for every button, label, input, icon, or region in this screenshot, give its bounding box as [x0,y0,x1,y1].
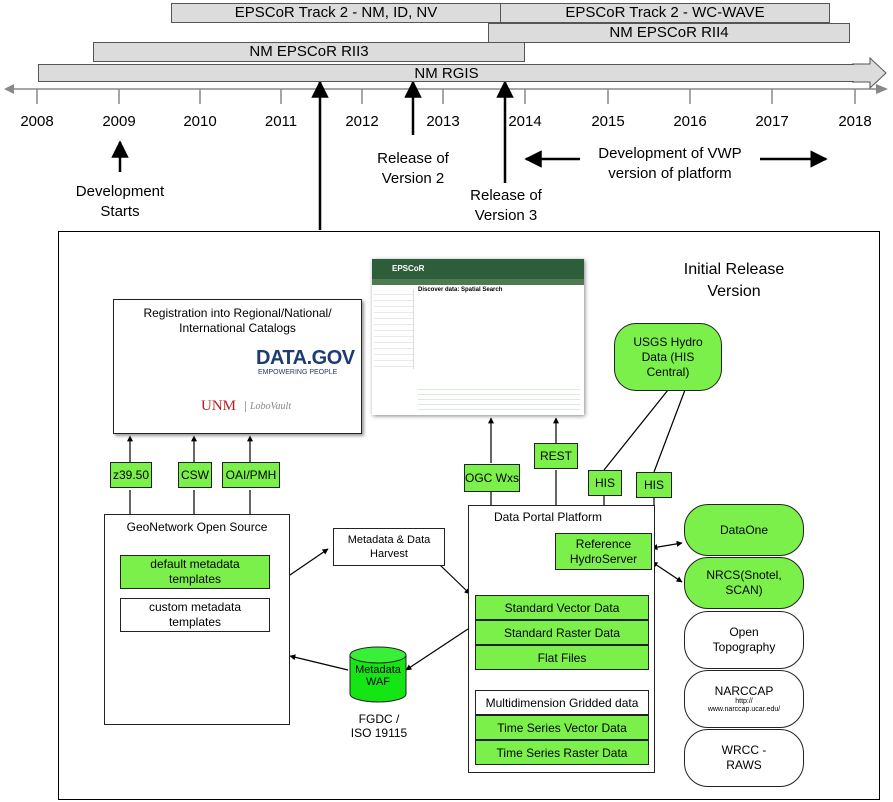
narccap-url: http:// www.narccap.ucar.edu/ [707,698,781,713]
year-label: 2010 [183,113,217,130]
screenshot-sidebar [374,289,414,369]
screenshot-nav [372,279,584,285]
geonetwork-title: GeoNetwork Open Source [126,520,268,534]
year-label: 2013 [426,113,460,130]
dataone-node: DataOne [684,504,804,556]
lobovault-logo: LoboVault [245,401,291,412]
z3950-tag: z39.50 [110,462,152,488]
data-portal-title: Data Portal Platform [493,510,603,524]
bar-nm-rgis: NM RGIS [38,64,854,82]
ogc-wxs-tag: OGC Wxs [464,464,520,492]
event-development-starts: Development Starts [75,183,165,220]
screenshot-heading: Discover data: Spatial Search [418,287,503,293]
datagov-logo: DATA.GOV [256,347,355,369]
year-label: 2009 [102,113,136,130]
year-label: 2018 [838,113,872,130]
portal-screenshot: EPSCoR Discover data: Spatial Search [372,259,584,415]
standard-raster-data: Standard Raster Data [475,620,649,645]
bar-epscor-track2-nm-id-nv: EPSCoR Track 2 - NM, ID, NV [171,3,501,23]
wrcc-raws-node: WRCC - RAWS [684,729,804,787]
year-label: 2015 [591,113,625,130]
event-release-version-3: Release of Version 3 [470,187,542,224]
time-series-raster-data: Time Series Raster Data [475,740,649,765]
registration-catalogs-box [113,299,362,434]
initial-release-panel [58,231,880,800]
open-topography-node: Open Topography [684,611,804,669]
screenshot-header [372,259,584,279]
registration-title: Registration into Regional/National/ Int… [143,306,332,335]
panel-title: Initial Release Version [683,261,785,300]
unm-logo: UNM [201,398,237,414]
his-tag-1: HIS [588,470,622,496]
year-label: 2014 [508,113,542,130]
datagov-tagline: EMPOWERING PEOPLE [258,369,338,376]
bar-nm-epscor-rii4: NM EPSCoR RII4 [488,23,850,43]
custom-metadata-templates: custom metadata templates [120,598,270,632]
fgdc-iso-caption: FGDC / ISO 19115 [350,712,408,740]
year-label: 2011 [264,113,298,130]
year-label: 2008 [20,113,54,130]
usgs-hydro-data-node: USGS Hydro Data (HIS Central) [614,323,722,391]
event-vwp-development: Development of VWP version of platform [598,145,742,182]
event-release-version-2: Release of Version 2 [377,150,449,187]
metadata-data-harvest-box: Metadata & Data Harvest [333,528,445,566]
reference-hydroserver: Reference HydroServer [555,533,652,570]
metadata-waf-label: Metadata WAF [355,664,401,688]
time-series-vector-data: Time Series Vector Data [475,715,649,740]
screenshot-site-name: EPSCoR [392,264,425,273]
his-tag-2: HIS [636,472,672,498]
year-label: 2016 [673,113,707,130]
metadata-waf-cylinder [349,646,407,703]
screenshot-results [418,385,580,413]
year-label: 2012 [345,113,379,130]
bar-epscor-track2-wc-wave: EPSCoR Track 2 - WC-WAVE [500,3,830,23]
narccap-node: NARCCAP http:// www.narccap.ucar.edu/ [684,670,804,728]
multidimension-gridded-data: Multidimension Gridded data [475,690,649,715]
standard-vector-data: Standard Vector Data [475,595,649,620]
nrcs-node: NRCS(Snotel, SCAN) [684,557,804,609]
narccap-title: NARCCAP [714,684,774,698]
csw-tag: CSW [178,462,212,488]
rgis-arrow-head [852,56,887,90]
year-label: 2017 [755,113,789,130]
bar-nm-epscor-rii3: NM EPSCoR RII3 [93,42,525,62]
flat-files: Flat Files [475,645,649,670]
rest-tag: REST [534,443,578,469]
oai-pmh-tag: OAI/PMH [222,462,280,488]
default-metadata-templates: default metadata templates [120,555,270,589]
